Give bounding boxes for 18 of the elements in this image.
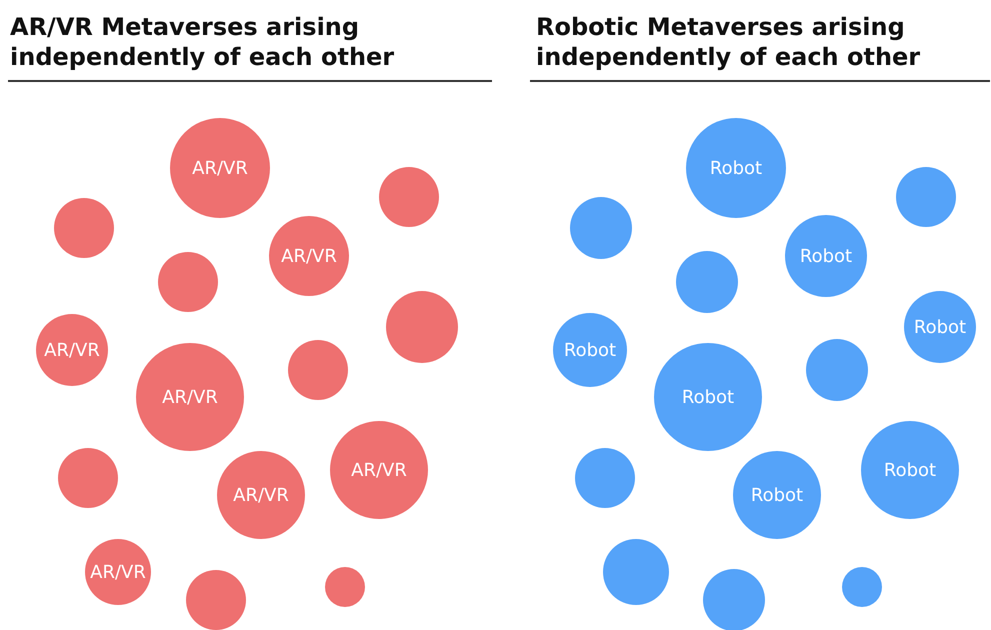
circle: Robot — [553, 313, 627, 387]
circle — [842, 567, 882, 607]
circle: AR/VR — [85, 539, 151, 605]
circle — [325, 567, 365, 607]
circle: AR/VR — [136, 343, 244, 451]
circle: AR/VR — [269, 216, 349, 296]
circle: AR/VR — [217, 451, 305, 539]
circle: Robot — [654, 343, 762, 451]
circle: AR/VR — [36, 314, 108, 386]
circle: Robot — [861, 421, 959, 519]
circle: AR/VR — [330, 421, 428, 519]
heading: Robotic Metaverses arising independently of each other — [536, 12, 922, 72]
circle: Robot — [904, 291, 976, 363]
circle: Robot — [733, 451, 821, 539]
heading: AR/VR Metaverses arising independently of each other — [10, 12, 396, 72]
circle: Robot — [686, 118, 786, 218]
circle: AR/VR — [170, 118, 270, 218]
circle: Robot — [785, 215, 867, 297]
